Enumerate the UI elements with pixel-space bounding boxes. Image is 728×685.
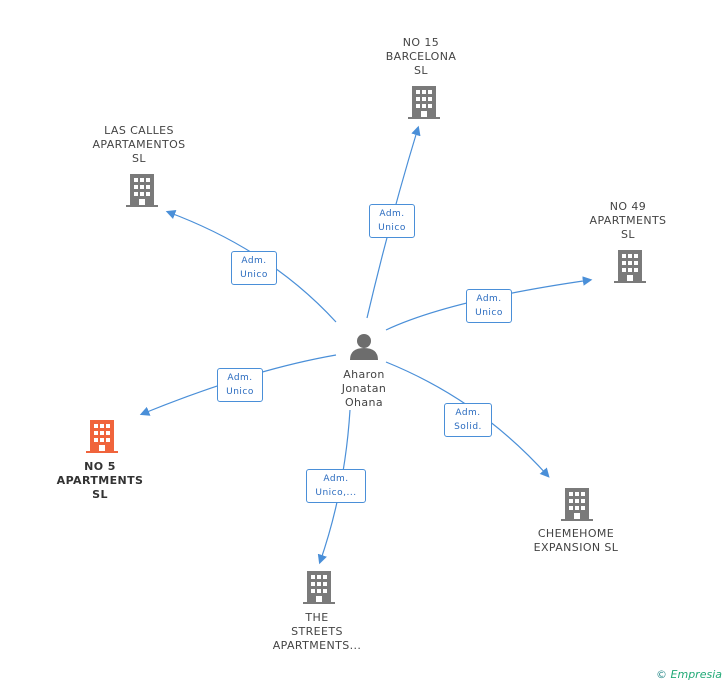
center-person-label[interactable]: Aharon Jonatan Ohana: [341, 368, 387, 409]
node-label-n15[interactable]: NO 15 BARCELONA SL: [385, 36, 457, 77]
building-icon-n5[interactable]: [86, 418, 118, 454]
edge-label-calles: Adm. Unico: [231, 251, 277, 285]
edge-label-n49: Adm. Unico: [466, 289, 512, 323]
building-icon-n49[interactable]: [614, 248, 646, 284]
building-icon-streets[interactable]: [303, 569, 335, 605]
node-label-n5[interactable]: NO 5 APARTMENTS SL: [56, 460, 144, 501]
edge-label-n5: Adm. Unico: [217, 368, 263, 402]
brand-name: Empresia: [670, 668, 722, 681]
copyright-symbol: ©: [656, 668, 668, 681]
edge-label-streets: Adm. Unico,...: [306, 469, 366, 503]
building-icon-cheme[interactable]: [561, 486, 593, 522]
edge-label-n15: Adm. Unico: [369, 204, 415, 238]
empresia-watermark: © Empresia: [656, 668, 722, 681]
building-icon-calles[interactable]: [126, 172, 158, 208]
person-icon[interactable]: [350, 334, 378, 360]
edge-label-cheme: Adm. Solid.: [444, 403, 492, 437]
node-label-calles[interactable]: LAS CALLES APARTAMENTOS SL: [92, 124, 186, 165]
building-icon-n15[interactable]: [408, 84, 440, 120]
node-label-streets[interactable]: THE STREETS APARTMENTS...: [272, 611, 362, 652]
node-label-cheme[interactable]: CHEMEHOME EXPANSION SL: [533, 527, 619, 554]
node-label-n49[interactable]: NO 49 APARTMENTS SL: [589, 200, 667, 241]
